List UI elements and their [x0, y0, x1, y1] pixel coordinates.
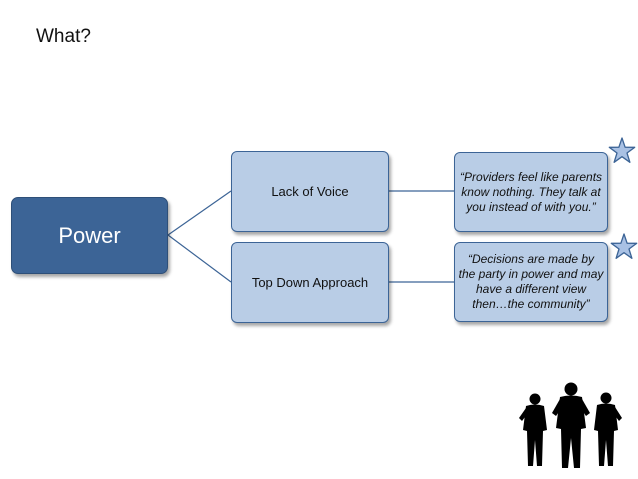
branch-node-label: Lack of Voice — [271, 184, 349, 199]
root-node-label: Power — [58, 222, 121, 248]
connector-root-to-top-down — [167, 234, 232, 283]
people-silhouette-icon — [519, 382, 622, 468]
branch-node-label: Top Down Approach — [251, 275, 369, 290]
quote-text: “Providers feel like parents know nothin… — [459, 169, 603, 214]
star-icon — [608, 137, 636, 163]
branch-node-top-down-approach: Top Down Approach — [231, 242, 389, 323]
quote-node-providers: “Providers feel like parents know nothin… — [454, 152, 608, 232]
star-icon — [610, 233, 638, 259]
quote-text: “Decisions are made by the party in powe… — [458, 252, 604, 311]
root-node-power: Power — [11, 197, 168, 274]
slide-title: What? — [36, 26, 91, 47]
connector-root-to-lack-of-voice — [167, 190, 232, 236]
branch-node-lack-of-voice: Lack of Voice — [231, 151, 389, 232]
quote-node-decisions: “Decisions are made by the party in powe… — [454, 242, 608, 322]
